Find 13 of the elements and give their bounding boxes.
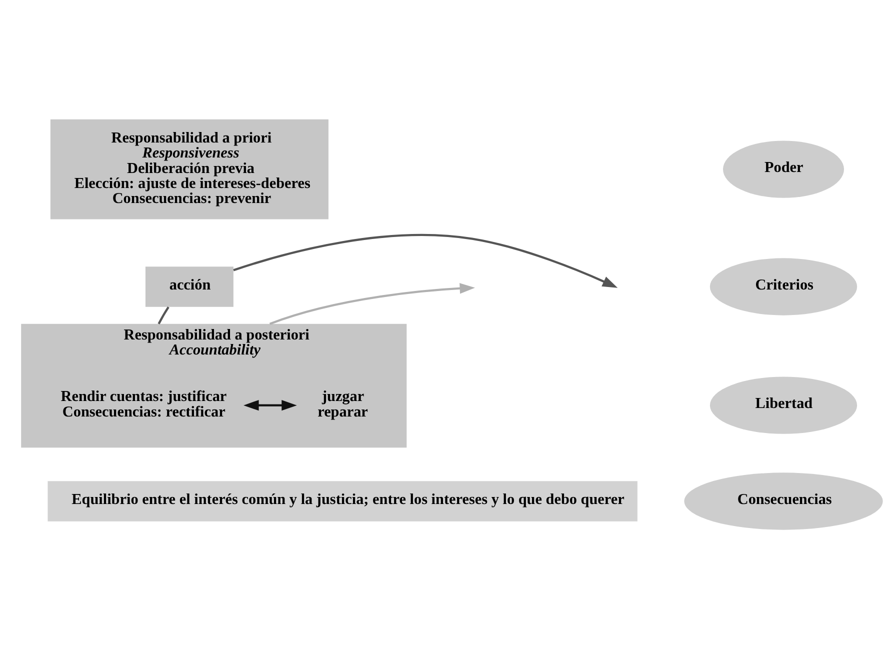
node-text: juzgar reparar (318, 388, 368, 420)
node-box: Responsabilidad a priori Responsiveness Deliberación previa Elección: ajuste de intereses-deberes Consecuencias: prevenir (50, 118, 328, 219)
node-ellipse: Libertad (710, 376, 858, 434)
node-ellipse: Consecuencias (684, 472, 883, 530)
node-box: acción (145, 266, 234, 306)
node-text: Rendir cuentas: justificar Consecuencias: rectificar (60, 388, 227, 420)
arrow (244, 399, 297, 410)
connector (158, 306, 170, 324)
node-box: Equilibrio entre el interés común y la justicia; entre los intereses y lo que debo querer (48, 480, 638, 521)
node-ellipse: Poder (723, 140, 844, 198)
arrow (269, 282, 476, 324)
arrow (233, 233, 618, 288)
node-ellipse: Criterios (710, 258, 858, 315)
